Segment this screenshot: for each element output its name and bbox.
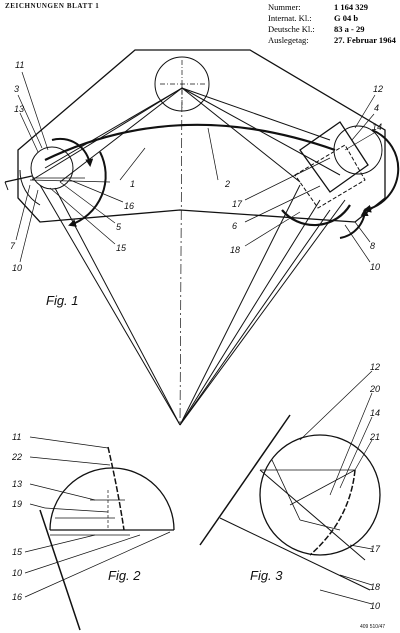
label-14: 14 bbox=[372, 122, 382, 132]
meta-key: Auslegetag: bbox=[268, 35, 309, 45]
fig1-center-line bbox=[179, 83, 183, 426]
fig2-label-15: 15 bbox=[12, 547, 23, 557]
fig1-right-square bbox=[299, 121, 369, 193]
label-8: 8 bbox=[370, 241, 375, 251]
fig2-label-10: 10 bbox=[12, 568, 22, 578]
label-2: 2 bbox=[224, 179, 230, 189]
label-11: 11 bbox=[15, 60, 24, 70]
fig1-left-circle bbox=[30, 146, 74, 190]
meta-row-publication-date: Auslegetag: 27. Februar 1964 bbox=[268, 35, 396, 45]
fig3-label-14: 14 bbox=[370, 408, 380, 418]
label-4: 4 bbox=[374, 103, 379, 113]
label-18: 18 bbox=[230, 245, 240, 255]
fig1-right-circle bbox=[333, 125, 383, 175]
fig3-labels: 12 20 14 21 17 18 10 Fig. 3 bbox=[250, 362, 381, 611]
fig1-left-rotation-arc bbox=[51, 137, 94, 167]
label-1: 1 bbox=[130, 179, 135, 189]
meta-key: Internat. Kl.: bbox=[268, 13, 312, 23]
fig1-labels: 11 3 13 7 10 1 2 16 5 15 12 4 14 17 6 18… bbox=[10, 60, 383, 308]
fig3-label-12: 12 bbox=[370, 362, 380, 372]
label-10: 10 bbox=[12, 263, 22, 273]
fig3-diagram bbox=[199, 370, 381, 605]
meta-key: Nummer: bbox=[268, 2, 301, 12]
label-3: 3 bbox=[14, 84, 19, 94]
meta-value: G 04 b bbox=[334, 13, 359, 23]
fig1-diagram bbox=[4, 49, 400, 426]
fig2-label-16: 16 bbox=[12, 592, 22, 602]
fig2-labels: 11 22 13 19 15 10 16 Fig. 2 bbox=[11, 432, 141, 602]
footer-stamp: 409 510/47 bbox=[360, 624, 385, 630]
fig3-caption: Fig. 3 bbox=[250, 568, 283, 583]
fig1-right-inner-arc bbox=[281, 204, 351, 227]
meta-row-german-class: Deutsche Kl.: 83 a - 29 bbox=[268, 24, 364, 34]
fig3-label-18: 18 bbox=[370, 582, 380, 592]
fig3-circle bbox=[259, 434, 381, 556]
fig3-label-20: 20 bbox=[369, 384, 380, 394]
meta-row-number: Nummer: 1 164 329 bbox=[268, 2, 368, 12]
fig2-semicircle bbox=[49, 467, 175, 531]
label-10-right: 10 bbox=[370, 262, 380, 272]
fig2-label-19: 19 bbox=[12, 499, 22, 509]
fig1-frame bbox=[17, 49, 386, 223]
label-5: 5 bbox=[116, 222, 122, 232]
label-13: 13 bbox=[14, 104, 24, 114]
sheet-label: ZEICHNUNGEN BLATT 1 bbox=[5, 2, 100, 10]
meta-key: Deutsche Kl.: bbox=[268, 24, 315, 34]
fig1-caption: Fig. 1 bbox=[46, 293, 79, 308]
label-17: 17 bbox=[232, 199, 243, 209]
fig2-label-13: 13 bbox=[12, 479, 22, 489]
label-16: 16 bbox=[124, 201, 134, 211]
fig2-caption: Fig. 2 bbox=[108, 568, 141, 583]
fig3-label-10: 10 bbox=[370, 601, 380, 611]
fig2-diagram bbox=[24, 436, 175, 631]
meta-value: 83 a - 29 bbox=[334, 24, 365, 34]
meta-row-intl-class: Internat. Kl.: G 04 b bbox=[268, 13, 358, 23]
fig1-arch bbox=[44, 123, 336, 161]
label-7: 7 bbox=[10, 241, 16, 251]
fig3-label-17: 17 bbox=[370, 544, 381, 554]
fig2-label-22: 22 bbox=[11, 452, 22, 462]
label-6: 6 bbox=[232, 221, 237, 231]
meta-value: 1 164 329 bbox=[334, 2, 368, 12]
label-15: 15 bbox=[116, 243, 127, 253]
meta-value: 27. Februar 1964 bbox=[334, 35, 396, 45]
fig2-label-11: 11 bbox=[12, 432, 21, 442]
label-12: 12 bbox=[373, 84, 383, 94]
fig3-label-21: 21 bbox=[369, 432, 380, 442]
